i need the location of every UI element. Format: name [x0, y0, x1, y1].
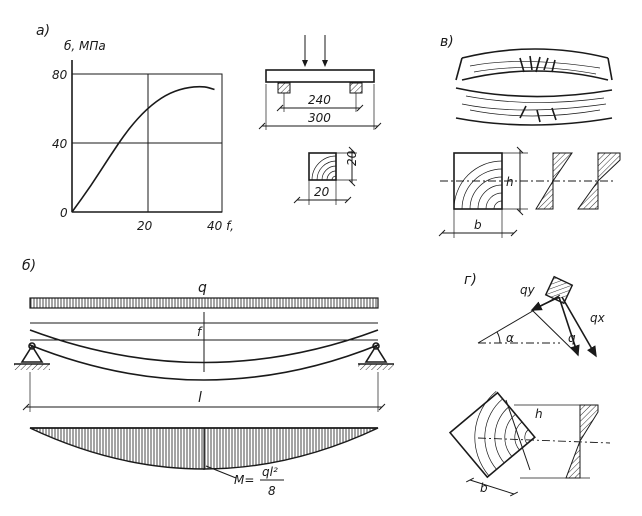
stress-diagram-d-bottom [565, 440, 581, 479]
y-tick-40: 40 [52, 137, 68, 151]
stress-diagram-d-top [579, 404, 599, 443]
tilted-growth-rings [474, 390, 529, 477]
h-dim-d [505, 399, 531, 471]
rect-section: h b [438, 146, 621, 238]
deflection-label: f [197, 325, 203, 339]
section-square [308, 152, 337, 181]
qx-arrow [561, 296, 597, 358]
tilted-height-label: h [535, 407, 543, 421]
x-axis-label: 40 f, [207, 219, 234, 233]
b-dim-d [466, 477, 518, 497]
x-tick-20: 20 [137, 219, 153, 233]
qy-arrow [530, 296, 560, 311]
load-label: q [198, 280, 207, 296]
y-tick-0: 0 [60, 206, 68, 220]
stress-trap-bottom [577, 179, 599, 210]
section-height-label: h [506, 175, 514, 189]
stress-trap-top [597, 152, 621, 183]
panel-a: а) б, МПа 80 40 0 20 40 f, [36, 23, 382, 233]
panel-b: б) q f l [14, 258, 394, 498]
test-beam [265, 69, 375, 83]
wood-grain [461, 61, 607, 117]
q-label: q [568, 331, 576, 345]
section-sketch: 20 20 [293, 146, 359, 205]
qy-label: qy [520, 283, 536, 297]
oblique-bending-sketch: qy qx q α [477, 275, 606, 358]
neutral-axis-d [477, 437, 611, 444]
y-tick-80: 80 [52, 68, 68, 82]
stress-axis-label: б, МПа [64, 39, 106, 53]
qx-label: qx [590, 311, 606, 325]
component-dashed [531, 309, 579, 356]
moment-leader [205, 465, 237, 479]
support-right [349, 82, 363, 94]
deflected-beam-bottom [29, 344, 379, 381]
timber-bottom-edge [455, 117, 613, 126]
rect-growth-rings [453, 160, 503, 210]
load-test-sketch: 240 300 [258, 35, 382, 130]
support-roller-right [358, 342, 394, 370]
panel-d-label: г) [464, 272, 477, 288]
timber-end-right [607, 57, 613, 81]
timber-mid-edge-a [461, 70, 609, 81]
support-left [277, 82, 291, 94]
panel-c-label: в) [440, 34, 454, 50]
timber-mid-edge-b [455, 87, 613, 98]
panel-c: в) h b [438, 34, 621, 238]
stress-tri-top [552, 152, 573, 183]
section-dim-h: 20 [345, 150, 359, 166]
panel-a-label: а) [36, 23, 50, 39]
stress-tri-bottom [535, 179, 554, 210]
broken-timber [455, 48, 613, 126]
panel-d: г) qy qx q α h [448, 272, 611, 497]
timber-end-left [455, 57, 463, 81]
section-dim-w: 20 [314, 185, 330, 199]
support-pin-left [14, 342, 50, 370]
growth-rings [311, 155, 337, 181]
angle-label: α [506, 331, 514, 345]
moment-formula-num: ql² [262, 465, 278, 479]
crack-lines-bottom [519, 105, 557, 123]
moment-formula-den: 8 [268, 484, 276, 498]
moment-formula-left: M= [234, 473, 254, 487]
crack-lines-top [519, 55, 556, 73]
section-width-label: b [474, 218, 482, 232]
large-tilted-section: h b [448, 390, 611, 497]
tilted-width-label: b [480, 481, 488, 495]
tilted-section-outline [448, 391, 536, 479]
stress-strain-chart: 80 40 0 20 40 f, [52, 60, 234, 233]
distributed-load [29, 297, 379, 309]
panel-b-label: б) [22, 258, 36, 274]
q-arrow [558, 296, 580, 357]
dim-240: 240 [308, 93, 331, 107]
timber-top-edge [461, 48, 609, 59]
span-label: l [198, 390, 202, 406]
dim-300: 300 [308, 111, 331, 125]
angle-arc [496, 331, 501, 344]
stress-curve [71, 85, 215, 213]
